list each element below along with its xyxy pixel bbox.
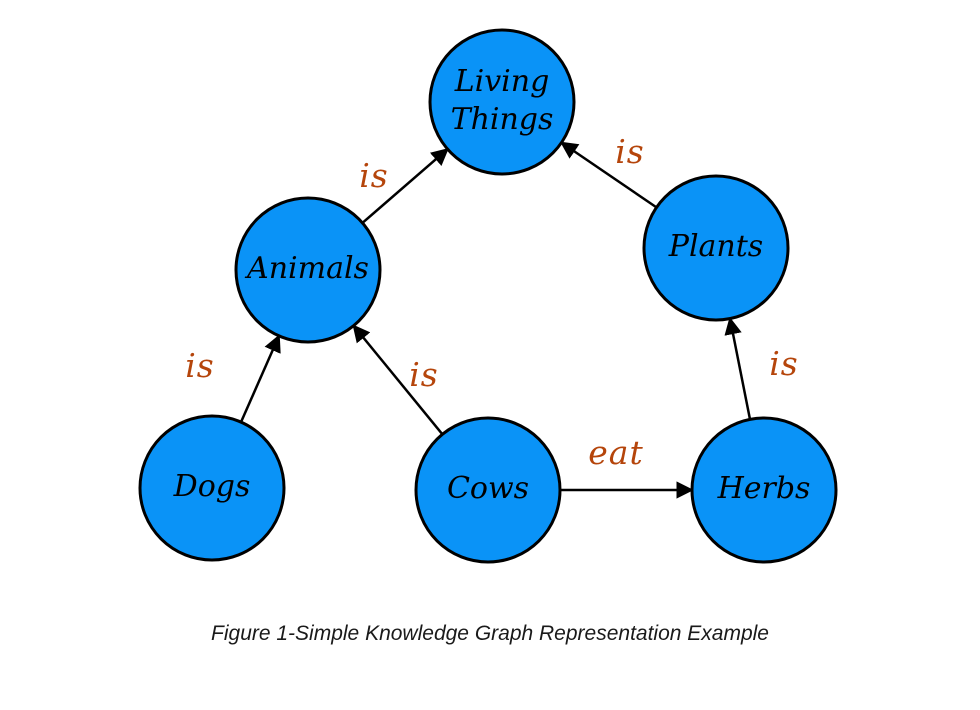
node-animals: Animals <box>234 196 382 344</box>
node-circle-herbs <box>690 416 838 564</box>
edge-label-cows-to-herbs: eat <box>588 433 643 472</box>
node-label-plants: Plants <box>668 229 763 264</box>
edge-plants-to-living-things <box>560 141 658 209</box>
node-cows: Cows <box>414 416 562 564</box>
node-dogs: Dogs <box>138 414 286 562</box>
node-label-dogs: Dogs <box>173 469 251 504</box>
edge-label-cows-to-animals: is <box>409 355 439 394</box>
edge-label-animals-to-living-things: is <box>359 156 389 195</box>
edge-cows-to-animals <box>352 324 444 436</box>
node-circle-animals <box>234 196 382 344</box>
edge-label-dogs-to-animals: is <box>185 346 215 385</box>
edge-label-herbs-to-plants: is <box>769 344 799 383</box>
node-circle-living-things <box>428 28 576 176</box>
edges-layer <box>239 141 752 499</box>
edge-herbs-to-plants <box>724 316 752 420</box>
figure-caption: Figure 1-Simple Knowledge Graph Represen… <box>211 622 769 645</box>
node-label-herbs: Herbs <box>717 471 811 506</box>
node-label-living-things: Things <box>451 102 554 137</box>
edge-dogs-to-animals <box>239 334 281 423</box>
node-circle-cows <box>414 416 562 564</box>
node-label-living-things: Living <box>454 64 550 99</box>
node-label-cows: Cows <box>447 471 529 506</box>
node-plants: Plants <box>642 174 790 322</box>
node-circle-plants <box>642 174 790 322</box>
edge-animals-to-living-things <box>361 147 449 224</box>
edge-labels-layer: is is is is is eat <box>185 132 799 472</box>
node-herbs: Herbs <box>690 416 838 564</box>
node-circle-dogs <box>138 414 286 562</box>
edge-label-plants-to-living-things: is <box>615 132 645 171</box>
node-label-animals: Animals <box>244 251 369 286</box>
